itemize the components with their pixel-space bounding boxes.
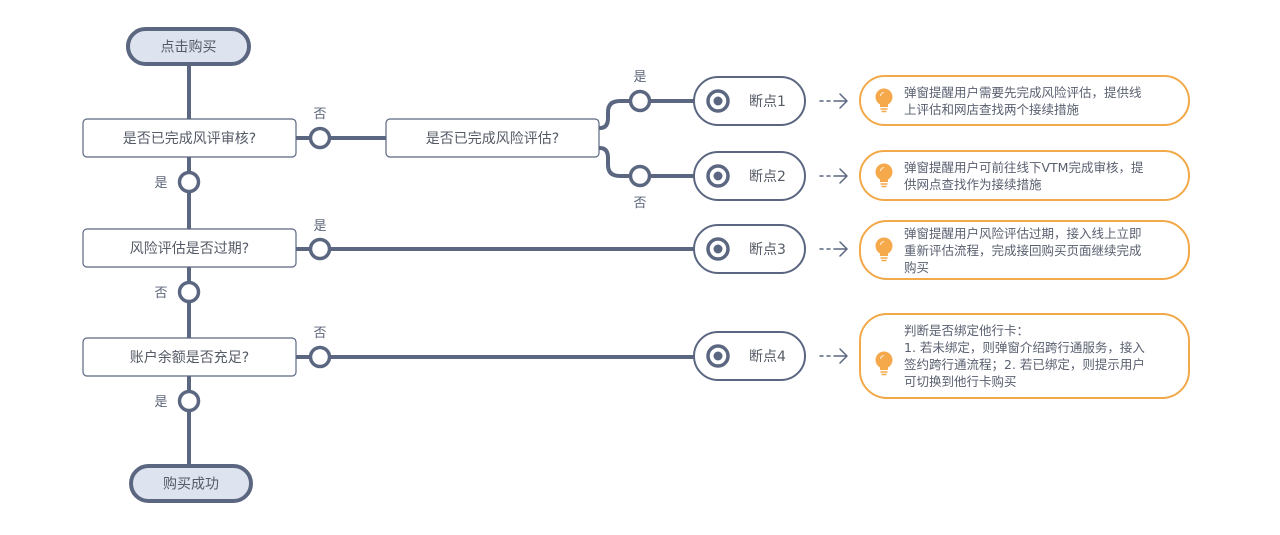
dashed-arrow-icon	[819, 241, 848, 257]
target-icon	[706, 344, 730, 368]
branch-label-d3-no: 否	[154, 286, 167, 301]
note-line: 弹窗提醒用户可前往线下VTM完成审核，提	[904, 159, 1144, 175]
dashed-arrow-icon	[819, 168, 848, 184]
target-icon	[706, 237, 730, 261]
note-line: 上评估和网店查找两个接续措施	[904, 101, 1080, 117]
branch-node-d1-no	[308, 126, 332, 150]
dashed-arrow-icon	[819, 348, 848, 364]
note-line: 1. 若未绑定，则弹窗介绍跨行通服务，接入	[904, 340, 1145, 355]
end-label: 购买成功	[163, 477, 219, 493]
breakpoint-1: 断点1	[693, 76, 806, 126]
breakpoint-2: 断点2	[693, 151, 806, 201]
note-1: 弹窗提醒用户需要先完成风险评估，提供线 上评估和网店查找两个接续措施	[859, 75, 1190, 126]
lightbulb-icon	[875, 163, 893, 187]
branch-node-d4-no	[308, 345, 332, 369]
branch-label-d4-no: 否	[313, 326, 326, 341]
note-line: 判断是否绑定他行卡：	[904, 323, 1030, 338]
branch-node-d3-yes	[308, 237, 332, 261]
target-icon	[706, 164, 730, 188]
decision-label: 风险评估是否过期?	[130, 241, 249, 257]
branch-label-d2-no: 否	[633, 196, 646, 211]
breakpoint-label: 断点3	[749, 242, 786, 258]
note-line: 重新评估流程，完成接回购买页面继续完成	[904, 242, 1142, 258]
connector-d2-bp2	[598, 146, 696, 178]
decision-label: 是否已完成风评审核?	[123, 131, 256, 147]
branch-label-d1-yes: 是	[154, 176, 167, 191]
decision-assessment-expired: 风险评估是否过期?	[82, 228, 297, 268]
connector-d2-bp1	[598, 99, 696, 130]
note-2: 弹窗提醒用户可前往线下VTM完成审核，提 供网点查找作为接续措施	[859, 150, 1190, 201]
branch-label-d2-yes: 是	[633, 70, 646, 85]
breakpoint-4: 断点4	[693, 331, 806, 381]
branch-node-d4-yes	[177, 389, 201, 413]
note-line: 弹窗提醒用户风险评估过期，接入线上立即	[904, 225, 1142, 241]
decision-risk-review: 是否已完成风评审核?	[82, 118, 297, 158]
note-3: 弹窗提醒用户风险评估过期，接入线上立即 重新评估流程，完成接回购买页面继续完成 …	[859, 220, 1190, 280]
branch-node-d1-yes	[177, 170, 201, 194]
branch-label-d1-no: 否	[313, 107, 326, 122]
lightbulb-icon	[875, 351, 893, 376]
note-text: 判断是否绑定他行卡： 1. 若未绑定，则弹窗介绍跨行通服务，接入 签约跨行通流程…	[904, 322, 1145, 390]
note-line: 供网点查找作为接续措施	[904, 176, 1042, 192]
breakpoint-label: 断点2	[749, 169, 786, 185]
note-line: 签约跨行通流程；2. 若已绑定，则提示用户	[904, 357, 1145, 372]
dashed-arrow-icon	[819, 93, 848, 109]
lightbulb-icon	[875, 237, 893, 262]
note-line: 弹窗提醒用户需要先完成风险评估，提供线	[904, 84, 1142, 100]
breakpoint-3: 断点3	[693, 224, 806, 274]
target-icon	[706, 89, 730, 113]
start-label: 点击购买	[161, 40, 217, 56]
breakpoint-label: 断点1	[749, 94, 786, 110]
end-terminal: 购买成功	[129, 464, 253, 503]
breakpoint-label: 断点4	[749, 349, 786, 365]
decision-risk-assessment: 是否已完成风险评估?	[385, 118, 600, 158]
note-line: 购买	[904, 259, 930, 275]
branch-label-d3-yes: 是	[313, 219, 326, 234]
branch-label-d4-yes: 是	[154, 395, 167, 410]
note-line: 可切换到他行卡购买	[904, 374, 1017, 389]
note-text: 弹窗提醒用户需要先完成风险评估，提供线 上评估和网店查找两个接续措施	[904, 84, 1142, 118]
note-4: 判断是否绑定他行卡： 1. 若未绑定，则弹窗介绍跨行通服务，接入 签约跨行通流程…	[859, 313, 1190, 399]
decision-label: 账户余额是否充足?	[130, 349, 249, 366]
branch-node-d2-no	[628, 164, 652, 188]
branch-node-d3-no	[177, 280, 201, 304]
branch-node-d2-yes	[628, 89, 652, 113]
lightbulb-icon	[875, 88, 893, 112]
note-text: 弹窗提醒用户可前往线下VTM完成审核，提 供网点查找作为接续措施	[904, 159, 1143, 193]
start-terminal: 点击购买	[126, 27, 251, 66]
decision-balance-sufficient: 账户余额是否充足?	[82, 337, 297, 377]
decision-label: 是否已完成风险评估?	[426, 131, 559, 147]
note-text: 弹窗提醒用户风险评估过期，接入线上立即 重新评估流程，完成接回购买页面继续完成 …	[904, 225, 1142, 276]
